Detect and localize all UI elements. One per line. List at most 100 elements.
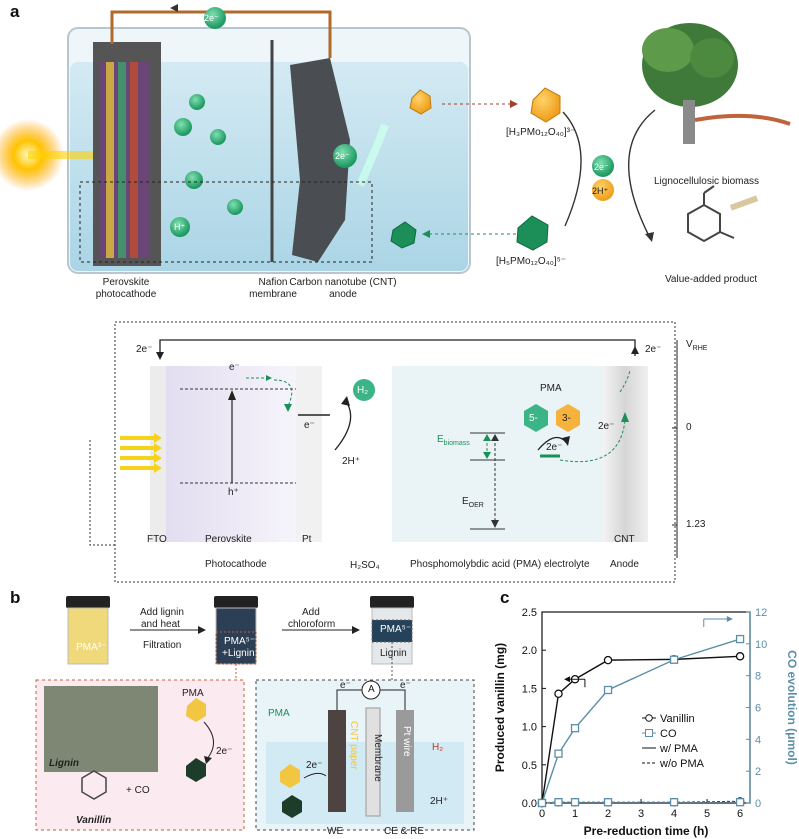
y-tick-label: 1.0 <box>522 722 537 734</box>
photocathode-label: Perovskite photocathode <box>95 277 157 300</box>
vial3-label2: Lignin <box>380 648 407 659</box>
x-axis-label: Pre-reduction time (h) <box>584 824 709 838</box>
co-point <box>735 634 745 644</box>
pt-wire-label: Pt wire <box>401 726 412 757</box>
legend-with-pma: w/ PMA <box>659 743 699 755</box>
cycle-proton-label: 2H⁺ <box>592 186 609 196</box>
co-point <box>554 798 563 807</box>
legend-vanillin: Vanillin <box>660 713 695 725</box>
cnt-anode-shape <box>290 58 350 262</box>
tank-water <box>70 62 468 271</box>
electron-pt-label: e⁻ <box>304 420 315 431</box>
photocathode-bottom-label: Photocathode <box>205 559 267 570</box>
x-tick-label: 5 <box>704 808 710 820</box>
cell-pma-label: PMA <box>268 708 290 719</box>
y2-tick-label: 4 <box>755 734 761 746</box>
anode-label: Carbon nanotube (CNT) anode <box>289 277 397 300</box>
step2-line2: chloroform <box>288 619 336 630</box>
lignin-label: Lignin <box>49 758 79 769</box>
zoom-box <box>79 181 373 263</box>
co-point <box>554 749 563 758</box>
left-axis-indicator-head <box>564 676 571 683</box>
x-tick-label: 1 <box>572 808 578 820</box>
co-point <box>537 798 547 808</box>
vanillin-point <box>735 652 745 661</box>
panel-a-cell-illustration <box>0 4 791 274</box>
electron-cb-label: e⁻ <box>229 362 240 373</box>
step1-line1: Add lignin <box>140 607 184 618</box>
pma-oxidized-hex <box>556 404 580 432</box>
y2-tick-label: 0 <box>755 798 761 810</box>
two-e-anode-label: 2e⁻ <box>598 421 615 432</box>
pt-label: Pt <box>302 534 312 545</box>
co-point <box>735 798 745 807</box>
two-h-b-label: 2H⁺ <box>430 796 449 807</box>
cnt-paper-label: CNT paper <box>348 721 359 770</box>
series-line-0 <box>541 655 741 804</box>
y-tick-label: 0.5 <box>522 760 537 772</box>
plus-co-label: + CO <box>126 785 150 796</box>
hex3-label: 3- <box>562 413 571 424</box>
cycle-proton <box>592 179 614 201</box>
co-point <box>669 798 679 807</box>
vrhe-label: VRHE <box>686 339 708 352</box>
vanillin-molecule <box>687 185 735 243</box>
electron-wire-label: 2e⁻ <box>204 13 219 23</box>
vial2-label1: PMA⁵⁻ <box>224 636 256 647</box>
vial3-label1: PMA⁵⁻ <box>380 624 412 635</box>
x-tick-label: 3 <box>638 808 644 820</box>
vanillin-point <box>603 655 613 665</box>
y2-axis-label: CO evolution (μmol) <box>785 650 799 765</box>
pma-energy-label: PMA <box>540 383 562 394</box>
ammeter-label: A <box>368 684 375 695</box>
step2-line1: Add <box>302 607 320 618</box>
proton-label: H⁺ <box>174 222 186 232</box>
pma-reduced-label: [H₅PMo₁₂O₄₀]⁵⁻ <box>496 256 567 267</box>
pma-reduced-hex <box>524 404 548 432</box>
cell-2e-label: 2e⁻ <box>306 760 323 771</box>
y2-tick-label: 8 <box>755 671 761 683</box>
vial1-label: PMA³⁻ <box>76 642 107 653</box>
x-tick-label: 0 <box>539 808 545 820</box>
hole-label: h⁺ <box>228 487 239 498</box>
h2so4-label: H₂SO₄ <box>350 560 380 571</box>
electron-bubble-wire <box>204 7 226 29</box>
tick-123: 1.23 <box>686 519 706 530</box>
step1-line2: and heat <box>141 619 180 630</box>
two-e-pma-label: 2e⁻ <box>546 442 563 453</box>
x-tick-label: 4 <box>671 808 677 820</box>
panel-b-illustration <box>35 596 475 831</box>
right-axis-indicator-head <box>726 616 733 623</box>
y-axis-label: Produced vanillin (mg) <box>493 643 507 772</box>
y-tick-label: 1.5 <box>522 683 537 695</box>
pma-oxidized-label: [H₃PMo₁₂O₄₀]³⁻ <box>506 127 576 138</box>
cnt-label: CNT <box>614 534 635 545</box>
electron-we-label: e⁻ <box>340 680 351 691</box>
cycle-electron-label: 2e⁻ <box>594 162 609 172</box>
anode-electron-label: 2e⁻ <box>335 151 350 161</box>
y2-tick-label: 2 <box>755 766 761 778</box>
plot-frame <box>541 611 751 804</box>
legend-without-pma: w/o PMA <box>659 758 705 770</box>
y2-tick-label: 6 <box>755 703 761 715</box>
vanillin-point <box>554 689 563 698</box>
biomass-label: Lignocellulosic biomass <box>654 176 760 187</box>
co-point <box>603 798 613 807</box>
legend-co-marker <box>645 729 653 737</box>
y2-tick-label: 12 <box>755 607 767 619</box>
h2-label: H₂ <box>357 385 369 396</box>
vial2-label2: +Lignin <box>222 648 255 659</box>
vanillin-label: Vanillin <box>76 815 112 826</box>
series-line-1 <box>541 638 741 804</box>
two-h-label: 2H⁺ <box>342 456 361 467</box>
x-tick-label: 6 <box>737 808 743 820</box>
tick-zero: 0 <box>686 422 692 433</box>
panel-b-letter: b <box>10 588 21 607</box>
panel-a-letter: a <box>10 2 20 21</box>
electrolyte-label: Phosphomolybdic acid (PMA) electrolyte <box>410 559 590 570</box>
co-point <box>570 724 580 733</box>
two-e-left-label: 2e⁻ <box>216 746 233 757</box>
co-point <box>669 655 679 664</box>
step1-line3: Filtration <box>143 640 182 651</box>
